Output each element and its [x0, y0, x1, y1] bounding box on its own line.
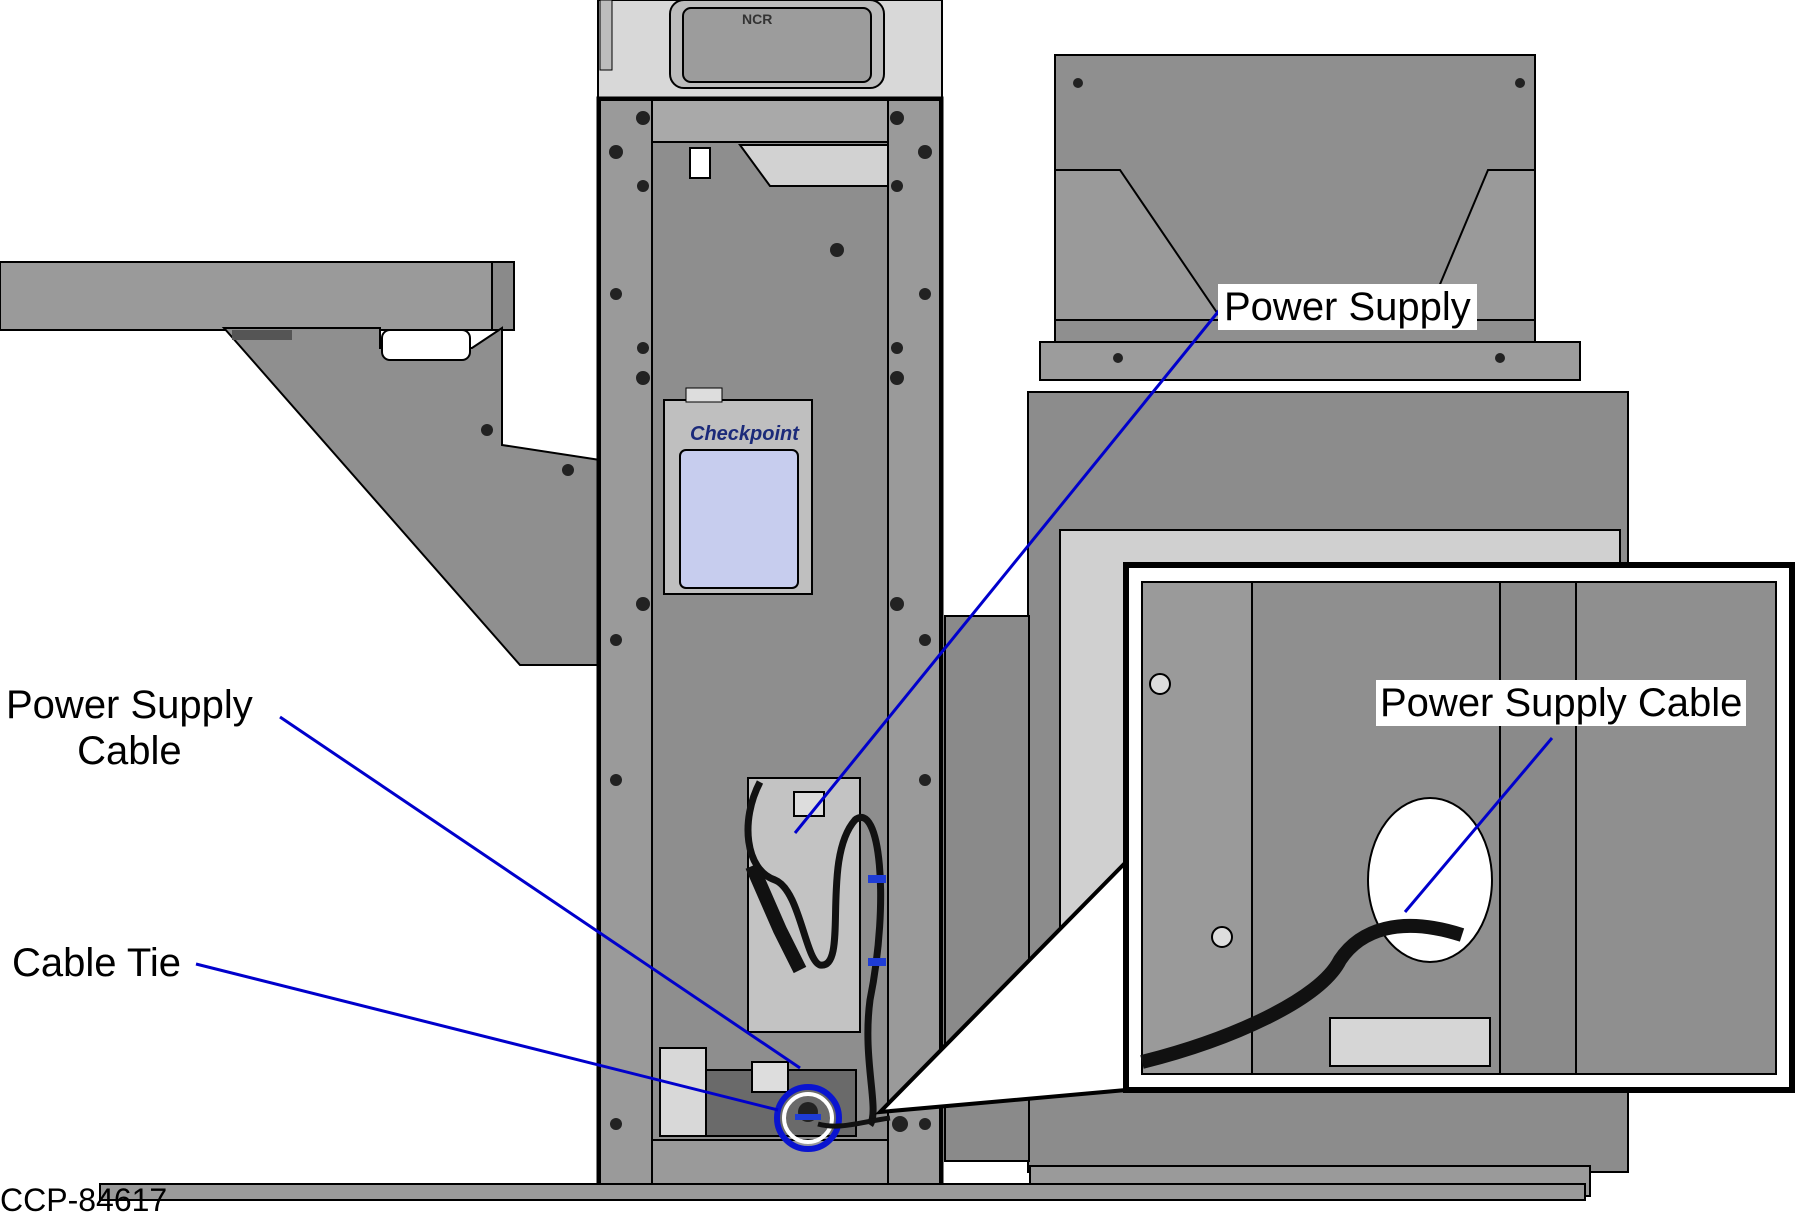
leader-power-supply — [793, 306, 1224, 834]
cable-tie-highlight — [774, 1084, 891, 1152]
callout-cable-tie: Cable Tie — [8, 940, 185, 986]
leader-lines — [195, 306, 1554, 1112]
blue-ring-icon — [774, 1084, 842, 1152]
left-shelf — [0, 261, 601, 666]
callout-power-supply-cable-line2: Cable — [77, 729, 182, 773]
checkpoint-device: Checkpoint — [663, 387, 813, 595]
leader-cable-tie — [195, 962, 779, 1112]
leader-power-supply-cable — [279, 715, 801, 1070]
column-screws — [609, 111, 932, 1132]
base-plate — [99, 1183, 1586, 1201]
callout-power-supply: Power Supply — [1218, 284, 1477, 330]
callout-power-supply-cable-line1: Power Supply — [6, 683, 253, 727]
top-head-unit: NCR — [597, 0, 943, 99]
callout-inset-power-supply-cable: Power Supply Cable — [1376, 680, 1747, 726]
figure-id: CCP-84617 — [0, 1182, 168, 1218]
ncr-logo: NCR — [742, 11, 772, 27]
checkpoint-logo: Checkpoint — [690, 423, 800, 445]
leader-inset-cable — [1403, 737, 1554, 913]
detail-inset — [874, 562, 1795, 1115]
callout-power-supply-cable: Power Supply Cable — [0, 682, 259, 774]
